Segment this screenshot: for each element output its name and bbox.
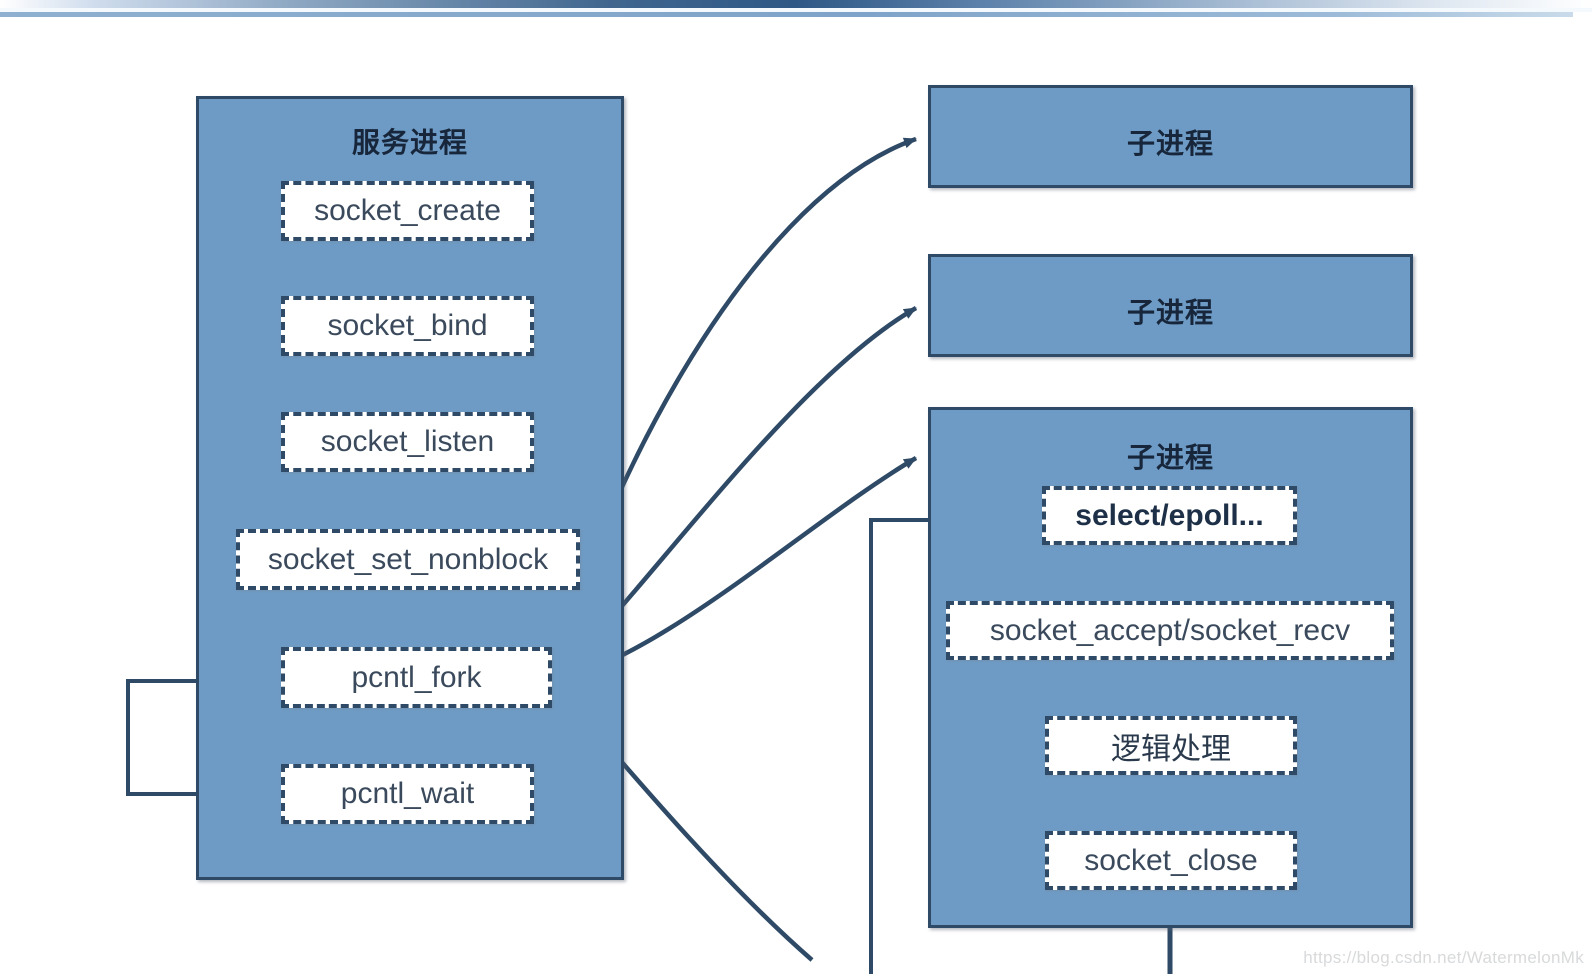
child-process-2-title: 子进程 xyxy=(1126,297,1214,328)
step-pcntl-wait[interactable]: pcntl_wait xyxy=(281,764,534,824)
child-process-1-title: 子进程 xyxy=(1126,128,1214,159)
watermark-text: https://blog.csdn.net/WatermelonMk xyxy=(1303,948,1584,967)
step-pcntl-fork[interactable]: pcntl_fork xyxy=(281,647,552,708)
step-socket-listen[interactable]: socket_listen xyxy=(281,412,534,472)
step-socket-create[interactable]: socket_create xyxy=(281,181,534,241)
header-blue-line xyxy=(0,12,1573,17)
child-process-1-container: 子进程 xyxy=(928,85,1413,188)
child-process-2-container: 子进程 xyxy=(928,254,1413,357)
child-process-3-title: 子进程 xyxy=(1126,442,1214,473)
step-socket-bind[interactable]: socket_bind xyxy=(281,296,534,356)
header-white-line xyxy=(0,8,1592,12)
step-socket-set-nonblock[interactable]: socket_set_nonblock xyxy=(236,529,580,590)
server-process-title: 服务进程 xyxy=(351,127,468,158)
step-select-epoll[interactable]: select/epoll... xyxy=(1042,486,1297,545)
header-gradient-band xyxy=(0,0,1592,8)
step-socket-close[interactable]: socket_close xyxy=(1045,831,1297,890)
step-socket-accept-recv[interactable]: socket_accept/socket_recv xyxy=(946,601,1394,660)
step-logic-processing[interactable]: 逻辑处理 xyxy=(1045,716,1297,775)
